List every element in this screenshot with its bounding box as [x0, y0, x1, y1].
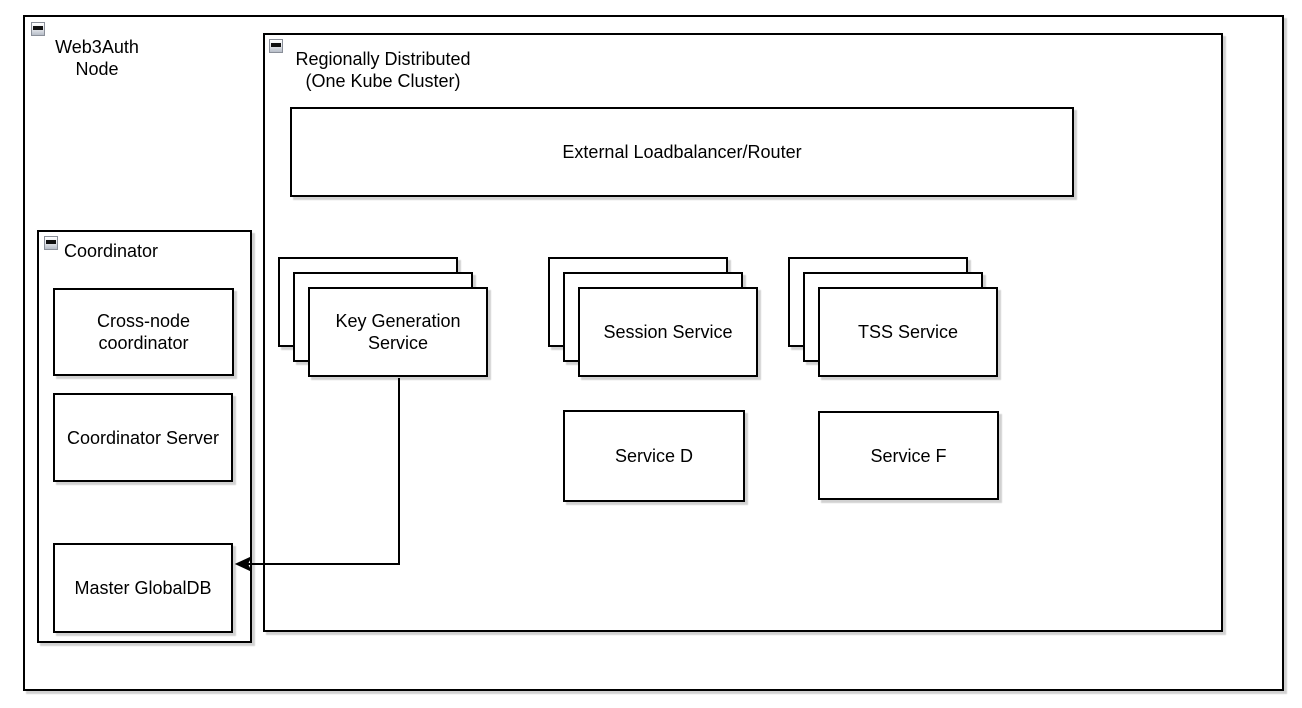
- node-label: Key Generation Service: [335, 311, 461, 353]
- node-service-d[interactable]: Service D: [563, 410, 745, 502]
- node-label: Master GlobalDB: [74, 578, 212, 598]
- node-service-f[interactable]: Service F: [818, 411, 999, 500]
- node-label: External Loadbalancer/Router: [562, 142, 802, 162]
- web3auth-collapse-button[interactable]: [31, 22, 45, 36]
- node-tss-service[interactable]: TSS Service: [788, 257, 998, 377]
- node-label: Session Service: [603, 322, 733, 342]
- group-label-regionally-distributed: Regionally Distributed (One Kube Cluster…: [295, 49, 471, 91]
- minus-icon: [33, 26, 43, 30]
- node-label: Cross-node coordinator: [96, 311, 191, 353]
- stack-front[interactable]: TSS Service: [818, 287, 998, 377]
- node-coordinator-server[interactable]: Coordinator Server: [53, 393, 233, 482]
- node-session-service[interactable]: Session Service: [548, 257, 758, 377]
- group-label-web3auth-node: Web3Auth Node: [55, 37, 139, 79]
- node-label: Coordinator Server: [66, 427, 220, 448]
- coordinator-collapse-button[interactable]: [44, 236, 58, 250]
- regionally-distributed-collapse-button[interactable]: [269, 39, 283, 53]
- node-external-loadbalancer[interactable]: External Loadbalancer/Router: [290, 107, 1074, 197]
- node-label: TSS Service: [857, 322, 959, 342]
- group-regionally-distributed[interactable]: Regionally Distributed (One Kube Cluster…: [263, 33, 1223, 632]
- stack-front[interactable]: Session Service: [578, 287, 758, 377]
- node-master-globaldb[interactable]: Master GlobalDB: [53, 543, 233, 633]
- node-key-generation-service[interactable]: Key Generation Service: [278, 257, 488, 377]
- node-label: Service F: [870, 445, 947, 466]
- group-label-coordinator: Coordinator: [64, 241, 159, 261]
- node-label: Service D: [614, 446, 694, 466]
- group-web3auth-node[interactable]: Web3Auth Node Coordinator Cross-node coo…: [23, 15, 1284, 691]
- minus-icon: [271, 43, 281, 47]
- node-cross-node-coordinator[interactable]: Cross-node coordinator: [53, 288, 234, 376]
- stack-front[interactable]: Key Generation Service: [308, 287, 488, 377]
- group-coordinator[interactable]: Coordinator Cross-node coordinator Coord…: [37, 230, 252, 643]
- minus-icon: [46, 240, 56, 244]
